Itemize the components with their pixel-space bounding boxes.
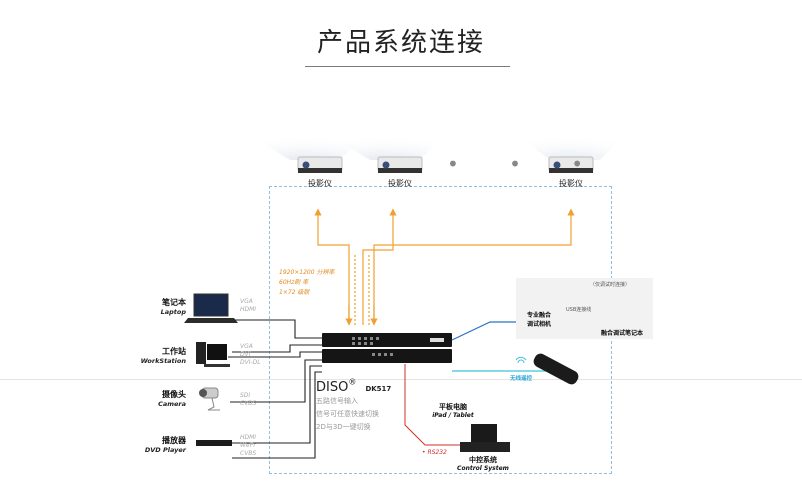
calibration-camera-label: 专业融合 调试相机 — [526, 312, 551, 328]
dk517-device — [322, 333, 452, 363]
feature-item: 信号可任意快速切换 — [316, 410, 379, 418]
workstation-ports: VGA DVI DVI-DL — [240, 343, 261, 367]
spec-cascade: 1×72 级联 — [279, 289, 310, 296]
camera-icon — [199, 387, 220, 411]
source-dvd-en: DVD Player — [144, 446, 186, 454]
projector-icon-1 — [297, 156, 343, 173]
source-laptop-cn: 笔记本 — [162, 298, 186, 307]
tablet-icon — [471, 424, 497, 442]
rs232-label: • RS232 — [422, 449, 447, 456]
projector-label-3: 投影仪 — [559, 179, 583, 188]
port: HDMI — [240, 434, 257, 441]
horizontal-divider — [0, 379, 802, 380]
port: DVI-DL — [240, 359, 261, 366]
port: HDMI — [240, 306, 257, 313]
source-workstation-en: WorkStation — [140, 357, 186, 365]
projector-ellipsis: • • • — [447, 152, 606, 176]
projector-beam-3 — [510, 130, 630, 160]
dvd-player-icon — [196, 440, 232, 446]
spec-refresh: 60Hz刷 率 — [279, 279, 309, 286]
projector-icon-2 — [377, 156, 423, 173]
port: CVBS — [240, 450, 257, 457]
source-dvd-cn: 播放器 — [162, 436, 186, 445]
dvd-ports: HDMI WePr CVBS — [240, 434, 256, 458]
workstation-icon — [196, 342, 230, 367]
projector-beam-2 — [320, 130, 450, 160]
registered-mark: ® — [348, 377, 357, 387]
calibration-laptop-label: 融合调试笔记本 — [600, 330, 643, 337]
calibration-note: （仅调试时连接） — [590, 282, 631, 288]
remote-control-icon — [533, 353, 579, 385]
output-lines — [314, 208, 575, 325]
control-system-cn: 中控系统 — [469, 456, 497, 464]
projector-label-1: 投影仪 — [308, 179, 332, 188]
feature-item: 2D与3D一键切换 — [316, 423, 371, 431]
title-divider — [305, 66, 510, 67]
port: WePr — [240, 442, 256, 449]
projector-label-2: 投影仪 — [388, 179, 412, 188]
device-features: 五路信号输入 信号可任意快速切换 2D与3D一键切换 — [316, 395, 379, 434]
source-camera-cn: 摄像头 — [162, 390, 186, 399]
device-brand: DISO — [316, 380, 349, 395]
control-system-icon — [460, 442, 510, 452]
tablet-label-cn: 平板电脑 — [439, 403, 467, 411]
feature-item: 五路信号输入 — [316, 397, 358, 405]
usb-cable-label: USB连接线 — [566, 307, 592, 313]
port: SDI — [240, 392, 251, 399]
source-camera-en: Camera — [158, 400, 186, 408]
laptop-icon — [184, 293, 238, 323]
source-workstation-cn: 工作站 — [162, 347, 186, 356]
input-lines — [228, 319, 322, 459]
output-specs: 1920×1200 分辨率 60Hz刷 率 1×72 级联 — [279, 268, 334, 298]
port: VGA — [240, 343, 253, 350]
device-model: DK517 — [365, 385, 392, 393]
projector-icon-3 — [548, 156, 594, 173]
device-brand-block: DISO® DK517 — [316, 376, 391, 395]
spec-resolution: 1920×1200 分辨率 — [279, 269, 335, 276]
control-system-en: Control System — [457, 465, 509, 472]
calibration-panel — [516, 278, 653, 339]
port: DVI — [240, 351, 251, 358]
laptop-ports: VGA HDMI — [240, 298, 256, 314]
port: VGA — [240, 298, 253, 305]
wireless-icon — [515, 356, 527, 364]
tablet-label-en: iPad / Tablet — [432, 412, 474, 419]
wireless-remote-label: 无线遥控 — [510, 376, 533, 382]
camera-ports: SDI CVBS — [240, 392, 256, 408]
page-title: 产品系统连接 — [316, 28, 485, 58]
source-laptop-en: Laptop — [160, 308, 186, 316]
port: CVBS — [240, 400, 257, 407]
